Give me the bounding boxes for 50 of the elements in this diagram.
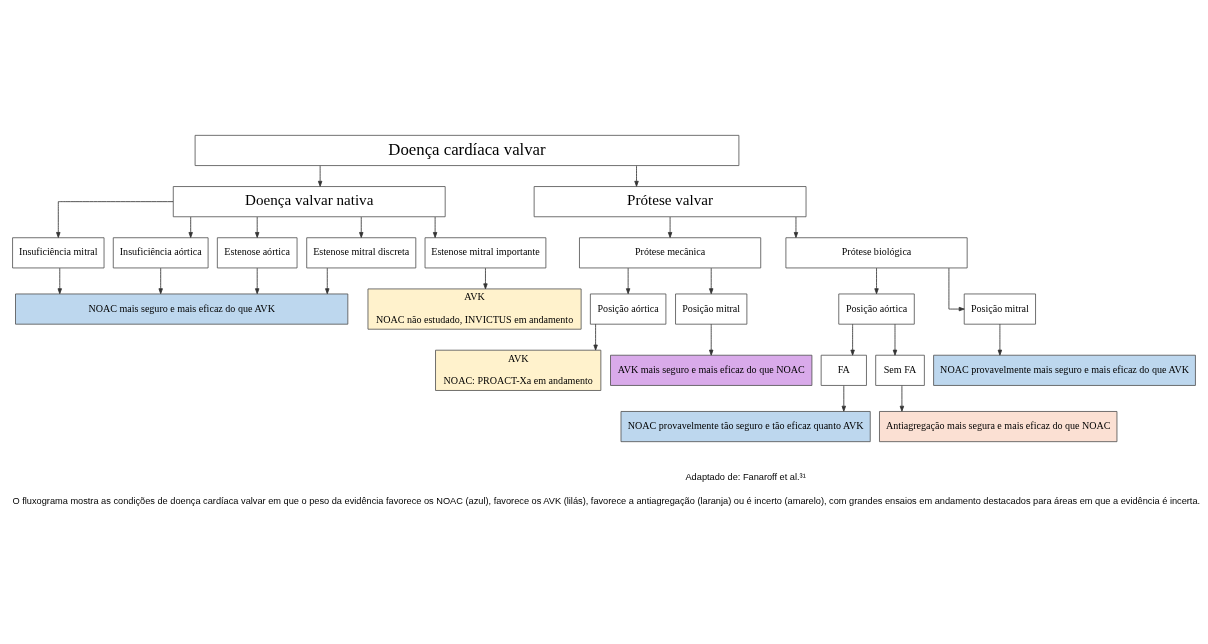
arrow — [317, 164, 323, 187]
node-box: Doença valvar nativa — [172, 185, 446, 217]
node-box: Prótese valvar — [533, 185, 807, 217]
arrow — [255, 267, 260, 294]
arrow — [188, 216, 193, 238]
arrow — [634, 164, 639, 187]
arrow — [158, 267, 163, 294]
node-box: Doença cardíaca valvar — [194, 134, 740, 166]
node-box: FA — [820, 354, 867, 386]
node-box: NOAC mais seguro e mais eficaz do que AVK — [15, 293, 349, 325]
node-box: Prótese biológica — [785, 236, 968, 268]
node-box: Posição aórtica — [838, 293, 915, 325]
arrow — [841, 384, 846, 412]
node-box: NOAC provavelmente tão seguro e tão eficaz quanto AVK — [620, 410, 871, 442]
arrow — [709, 267, 714, 294]
node-box: Antiagregação mais segura e mais eficaz do que NOAC — [879, 410, 1118, 442]
arrow — [625, 267, 631, 294]
caption: O fluxograma mostra as condições de doença cardíaca valvar em que o peso da evidência favorece os NOAC (azul), favorece os AVK (lilás), favorece a antiagregação (laranja) ou é incerto (amarelo), com grandes ensaios em andamento destacados para áreas em que a evidência é incerta. — [12, 495, 1201, 506]
arrow — [997, 323, 1003, 356]
arrow — [359, 216, 364, 238]
label: Adaptado de: Fanaroff et al.³¹ — [685, 471, 806, 482]
node-box: AVK mais seguro e mais eficaz do que NOAC — [610, 354, 813, 386]
arrow — [850, 323, 855, 356]
node-box: Posição mitral — [675, 293, 748, 325]
arrow — [793, 216, 799, 238]
node-box: Insuficiência aórtica — [112, 236, 209, 268]
arrow — [593, 323, 598, 350]
arrow — [899, 384, 905, 412]
node-box: NOAC provavelmente mais seguro e mais eficaz do que AVK — [933, 354, 1196, 386]
arrow — [667, 216, 673, 238]
node-box: Estenose aórtica — [216, 236, 298, 268]
arrow — [325, 267, 330, 294]
arrow — [709, 323, 714, 356]
arrow — [892, 323, 898, 356]
arrow — [483, 267, 488, 289]
node-box: Prótese mecânica — [579, 236, 762, 268]
arrow — [948, 267, 965, 311]
arrow — [874, 267, 879, 294]
arrow — [56, 200, 174, 238]
arrow — [432, 216, 438, 238]
arrow — [255, 216, 260, 238]
arrow — [57, 267, 62, 294]
node-box: Posição aórtica — [589, 293, 667, 325]
node-box: Insuficiência mitral — [12, 236, 105, 268]
node-box: Posição mitral — [963, 293, 1036, 325]
node-box: AVK NOAC não estudado, INVICTUS em andamento — [367, 288, 582, 330]
node-box: Sem FA — [875, 354, 925, 386]
node-box: AVK NOAC: PROACT-Xa em andamento — [435, 349, 602, 391]
node-box: Estenose mitral importante — [424, 236, 547, 268]
node-box: Estenose mitral discreta — [306, 236, 417, 268]
